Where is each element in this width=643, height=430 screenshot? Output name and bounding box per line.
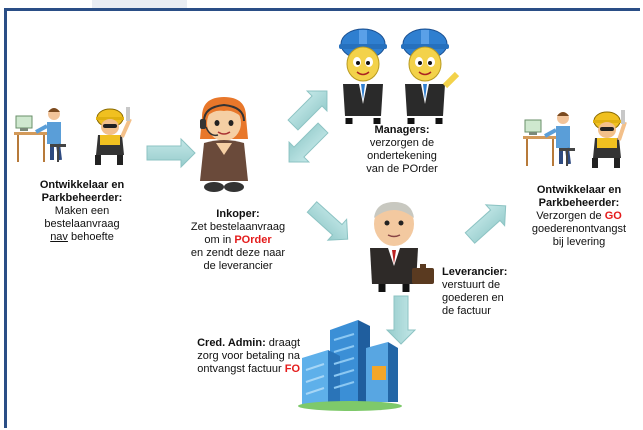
developer-at-desk-icon [14,108,66,162]
cred-admin-label: Cred. Admin: draagt zorg voor betaling n… [166,337,300,376]
cred-admin-line-1: Cred. Admin: draagt [166,337,300,350]
buyer-desc-1: Zet bestelaanvraag [190,221,286,233]
developer-right-desc-2: goederenontvangst [531,223,627,235]
top-shade [92,0,187,10]
managers-title: Managers: [374,124,430,136]
buyer-desc-3: en zendt deze naar [190,247,286,259]
managers-label: Managers: verzorgen de ondertekening van… [352,124,452,176]
cred-admin-desc-3: ontvangst factuur FO [166,363,300,376]
manager-with-helmet-icon [339,28,387,124]
construction-worker-icon [95,107,132,165]
office-buildings-icon [298,320,402,411]
cred-admin-desc-3-pre: ontvangst factuur [197,363,285,375]
manager-with-helmet-icon [401,28,460,124]
supplier-desc-3: de factuur [442,305,491,317]
go-highlight: GO [604,210,622,222]
developer-left-title-2: Parkbeheerder: [41,192,123,204]
buyer-desc-2-pre: om in [204,234,235,246]
managers-desc-1: verzorgen de [369,137,435,149]
developer-left-desc-3-rest: behoefte [67,231,114,243]
developer-left-label: Ontwikkelaar en Parkbeheerder: Maken een… [22,179,142,244]
cred-admin-desc-2: zorg voor betaling na [197,350,300,362]
fo-highlight: FO [284,363,300,375]
call-center-agent-icon [200,97,248,192]
developer-left-title: Ontwikkelaar en [39,179,125,191]
managers-desc-3: van de POrder [366,163,438,175]
porder-highlight: POrder [234,234,272,246]
managers-desc-2: ondertekening [367,150,437,162]
developer-right-desc-1-pre: Verzorgen de [536,210,605,222]
developer-right-label: Ontwikkelaar en Parkbeheerder: Verzorgen… [523,184,635,249]
flow-arrow-icon [288,122,329,163]
developer-right-desc-3: bij levering [552,236,606,248]
buyer-desc-4: de leverancier [203,260,273,272]
supplier-label: Leverancier: verstuurt de goederen en de… [442,266,532,318]
supplier-title: Leverancier: [442,266,508,278]
developer-right-desc-1: Verzorgen de GO [523,210,635,223]
developer-left-desc-2: bestelaanvraag [44,218,120,230]
developer-left-desc-3: nav behoefte [22,231,142,244]
construction-worker-icon [592,110,627,168]
flow-arrow-icon [464,204,507,244]
buyer-title: Inkoper: [216,208,260,220]
buyer-label: Inkoper: Zet bestelaanvraag om in POrder… [183,208,293,273]
abbrev-nav: nav [50,231,68,243]
developer-at-desk-icon [523,112,575,166]
supplier-desc-2: goederen en [442,292,504,304]
cred-admin-title: Cred. Admin: [197,337,266,349]
business-man-icon [370,202,434,292]
supplier-desc-1: verstuurt de [442,279,501,291]
cred-admin-desc-1: draagt [265,337,300,349]
developer-right-title: Ontwikkelaar en [536,184,622,196]
flow-arrow-icon [146,137,196,169]
developer-left-desc-1: Maken een [54,205,110,217]
diagram-frame [4,8,640,428]
buyer-desc-2: om in POrder [183,234,293,247]
flow-arrow-icon [385,295,417,345]
developer-right-title-2: Parkbeheerder: [538,197,620,209]
flow-arrow-icon [287,90,328,131]
flow-arrow-icon [306,201,349,241]
